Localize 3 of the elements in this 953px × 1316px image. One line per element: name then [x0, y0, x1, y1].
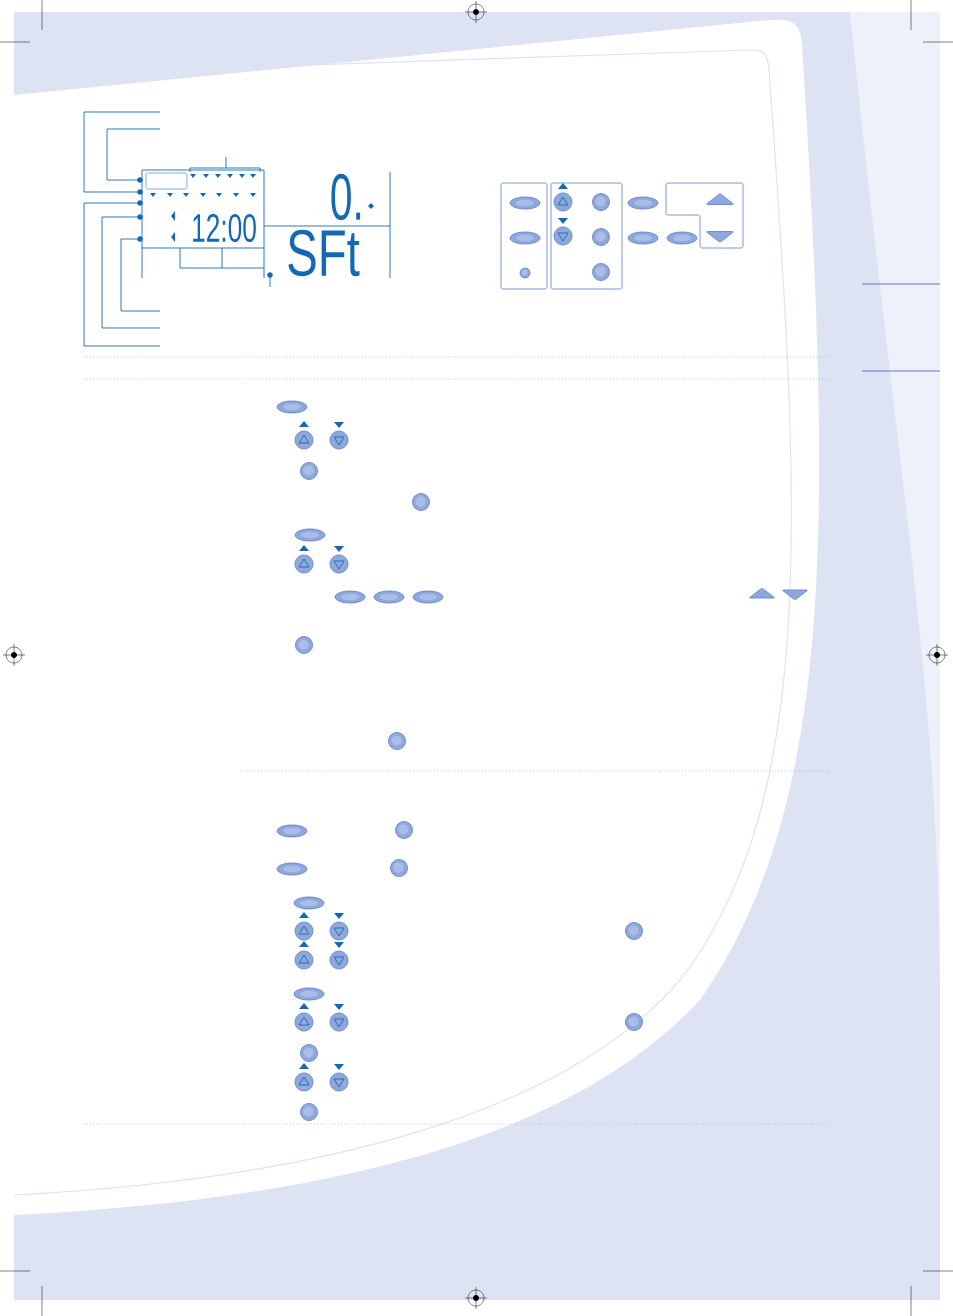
display-text: SFt: [288, 229, 360, 277]
display-digits: 0.: [331, 173, 361, 221]
display-time: 12:00: [193, 213, 256, 243]
